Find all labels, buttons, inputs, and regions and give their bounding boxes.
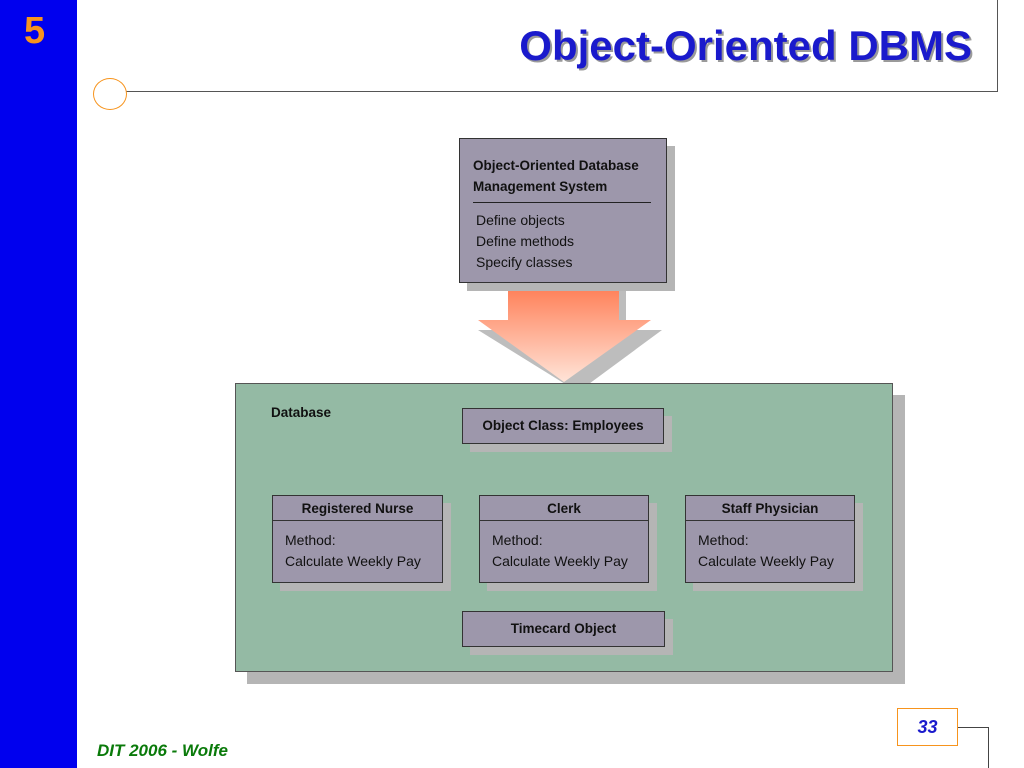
title-frame — [125, 0, 998, 92]
clerk-divider — [480, 520, 648, 521]
staff-physician-title: Staff Physician — [721, 501, 819, 516]
timecard-object-label: Timecard Object — [510, 621, 617, 636]
method-label: Method: — [285, 532, 336, 548]
page-number-box: 33 — [897, 708, 958, 746]
sidebar: 5 — [0, 0, 77, 768]
oodbms-box: Object-Oriented Database Management Syst… — [459, 138, 667, 283]
method-name: Calculate Weekly Pay — [492, 553, 628, 569]
page-corner-line — [958, 727, 989, 728]
staff-physician-box: Staff Physician Method: Calculate Weekly… — [685, 495, 855, 583]
registered-nurse-method: Method: Calculate Weekly Pay — [285, 530, 421, 572]
staff-physician-method: Method: Calculate Weekly Pay — [698, 530, 834, 572]
footer-author: DIT 2006 - Wolfe — [97, 741, 228, 760]
page-corner-line — [988, 727, 989, 768]
object-class-box: Object Class: Employees — [462, 408, 664, 444]
registered-nurse-title: Registered Nurse — [301, 501, 414, 516]
method-label: Method: — [492, 532, 543, 548]
object-class-label: Object Class: Employees — [482, 418, 644, 433]
oodbms-title-line2: Management System — [473, 179, 608, 194]
down-arrow — [478, 283, 651, 382]
clerk-title: Clerk — [547, 501, 581, 516]
oodbms-title-line1: Object-Oriented Database — [473, 158, 639, 173]
registered-nurse-divider — [273, 520, 442, 521]
registered-nurse-box: Registered Nurse Method: Calculate Weekl… — [272, 495, 443, 583]
oodbms-title: Object-Oriented Database Management Syst… — [473, 155, 639, 197]
oodbms-item: Define methods — [476, 233, 575, 249]
oodbms-item: Specify classes — [476, 254, 573, 270]
clerk-box: Clerk Method: Calculate Weekly Pay — [479, 495, 649, 583]
circle-decoration — [93, 78, 127, 110]
method-name: Calculate Weekly Pay — [285, 553, 421, 569]
method-label: Method: — [698, 532, 749, 548]
oodbms-item-list: Define objects Define methods Specify cl… — [476, 210, 574, 273]
method-name: Calculate Weekly Pay — [698, 553, 834, 569]
oodbms-divider — [473, 202, 651, 203]
page-number: 33 — [917, 717, 938, 737]
timecard-object-box: Timecard Object — [462, 611, 665, 647]
slide-title: Object-Oriented DBMS — [519, 22, 972, 69]
oodbms-item: Define objects — [476, 212, 565, 228]
chapter-number: 5 — [24, 10, 46, 52]
staff-physician-divider — [686, 520, 854, 521]
database-label: Database — [271, 405, 332, 420]
clerk-method: Method: Calculate Weekly Pay — [492, 530, 628, 572]
